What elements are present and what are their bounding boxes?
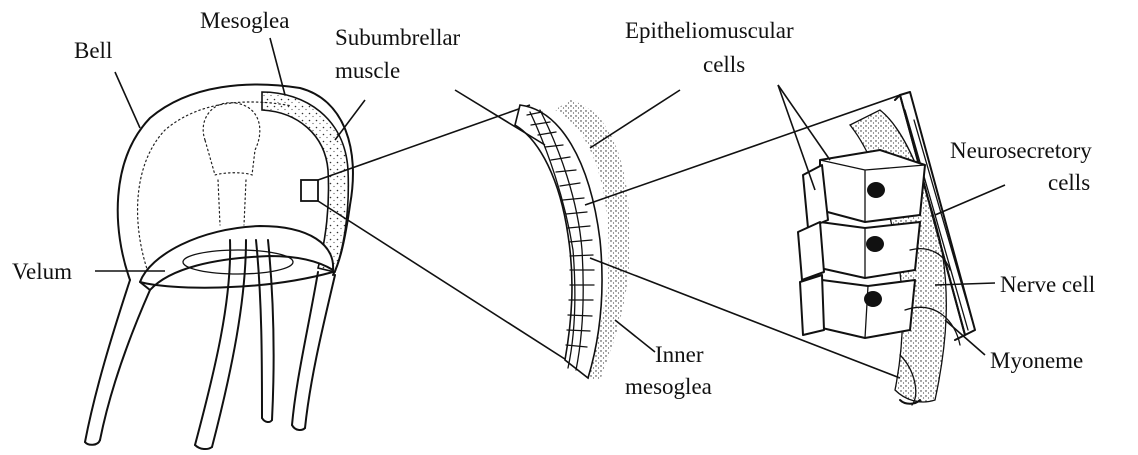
label-subumbrellar-line2: muscle [335, 58, 400, 83]
label-neurosecretory-line1: Neurosecretory [950, 138, 1092, 163]
label-velum: Velum [12, 259, 72, 284]
magnified-region-box [301, 180, 318, 201]
label-inner-line2: mesoglea [625, 374, 712, 399]
label-nerve-cell: Nerve cell [1000, 272, 1095, 297]
label-bell: Bell [74, 38, 112, 63]
label-myoneme: Myoneme [990, 348, 1083, 373]
cell-block-diagram [798, 92, 975, 405]
label-neurosecretory-line2: cells [1048, 170, 1090, 195]
label-mesoglea: Mesoglea [200, 8, 289, 33]
label-inner-line1: Inner [655, 342, 704, 367]
label-subumbrellar-line1: Subumbrellar [335, 25, 461, 50]
label-epitheliomuscular-line2: cells [703, 52, 745, 77]
velum-ring [140, 226, 333, 290]
jellyfish-drawing [85, 84, 353, 449]
label-epitheliomuscular-line1: Epitheliomuscular [625, 18, 794, 43]
